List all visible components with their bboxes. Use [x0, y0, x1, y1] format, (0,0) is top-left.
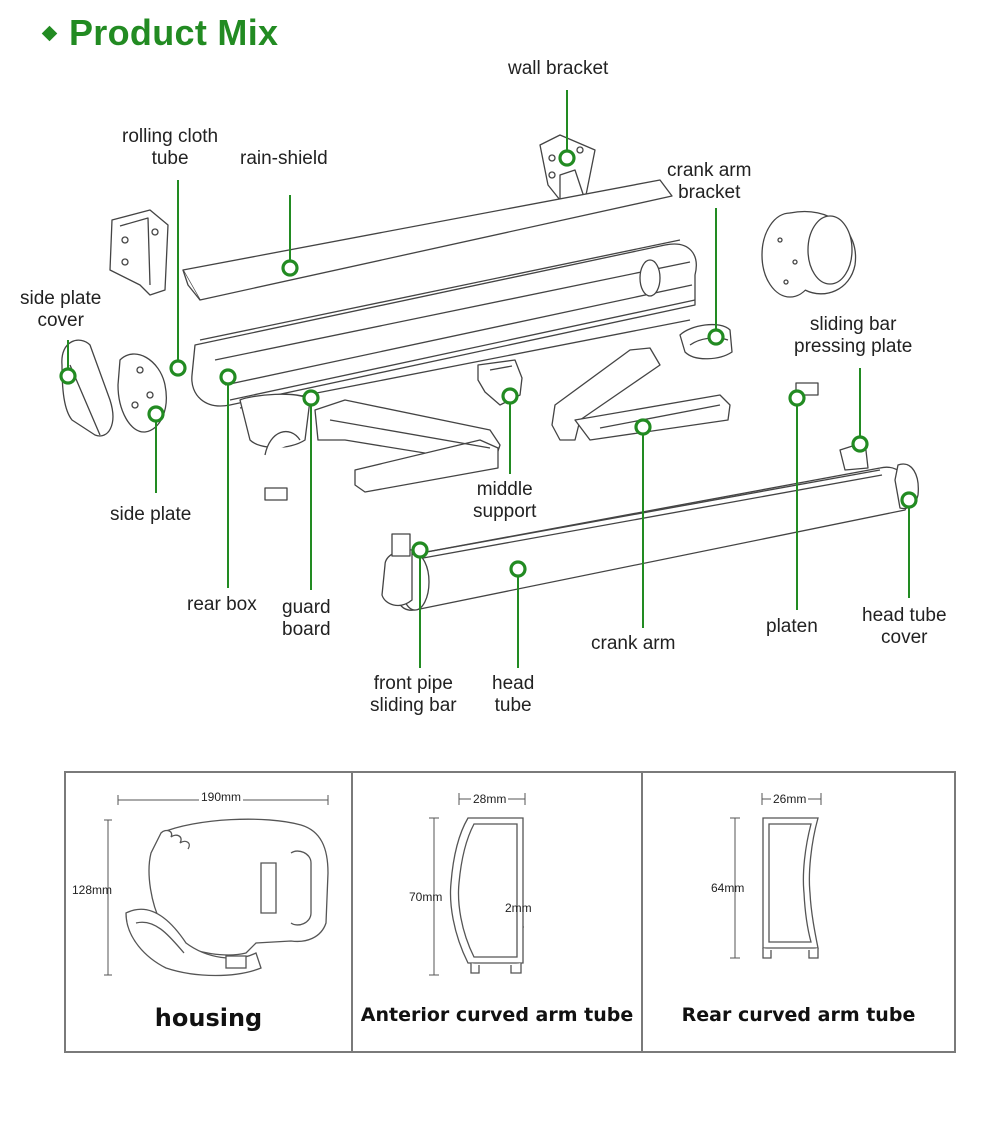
- leader-lines: [67, 90, 910, 668]
- rear-width-dim: 26mm: [771, 792, 809, 806]
- housing-width-dim: 190mm: [199, 790, 244, 804]
- anterior-wall-dim: 2mm: [505, 901, 532, 915]
- spec-cell-housing: 190mm 128mm housing: [66, 773, 351, 1051]
- housing-profile-drawing: [104, 795, 329, 977]
- end-cap-part: [761, 210, 857, 298]
- right-crank-arm-part: [551, 347, 731, 441]
- spec-cell-anterior: 28mm 70mm 2mm Anterior curved arm tube: [351, 773, 641, 1051]
- anterior-height-dim: 70mm: [409, 890, 443, 904]
- label-crank-arm: crank arm: [591, 633, 676, 654]
- left-bracket-part: [109, 209, 169, 296]
- caption-housing: housing: [154, 1004, 263, 1032]
- front-pipe-sliding-bar-part: [381, 533, 413, 607]
- label-side-plate: side plate: [110, 504, 192, 525]
- anterior-width-dim: 28mm: [471, 792, 509, 806]
- exploded-diagram: [59, 90, 919, 668]
- rear-profile-drawing: [730, 793, 822, 959]
- spec-table: 190mm 128mm housing 28mm 70mm 2mm Anteri…: [64, 771, 956, 1053]
- left-crank-arm-part: [264, 399, 501, 501]
- housing-body-part: [191, 239, 697, 409]
- rear-height-dim: 64mm: [711, 881, 745, 895]
- side-plate-cover-part: [61, 339, 114, 437]
- rain-shield-part: [182, 179, 673, 301]
- guard-board-part: [239, 393, 311, 456]
- crank-arm-bracket-part: [679, 323, 733, 360]
- housing-height-dim: 128mm: [72, 883, 113, 897]
- callout-markers: [59, 149, 918, 578]
- anterior-profile-drawing: [429, 793, 526, 976]
- label-rain-shield: rain-shield: [240, 148, 328, 169]
- caption-anterior: Anterior curved arm tube: [360, 1004, 634, 1026]
- label-platen: platen: [766, 616, 818, 637]
- spec-cell-rear: 26mm 64mm Rear curved arm tube: [641, 773, 954, 1051]
- page-title: Product Mix: [41, 12, 279, 54]
- label-rear-box: rear box: [187, 594, 257, 615]
- title-text: Product Mix: [69, 12, 279, 53]
- label-wall-bracket: wall bracket: [508, 58, 609, 79]
- caption-rear: Rear curved arm tube: [681, 1004, 916, 1026]
